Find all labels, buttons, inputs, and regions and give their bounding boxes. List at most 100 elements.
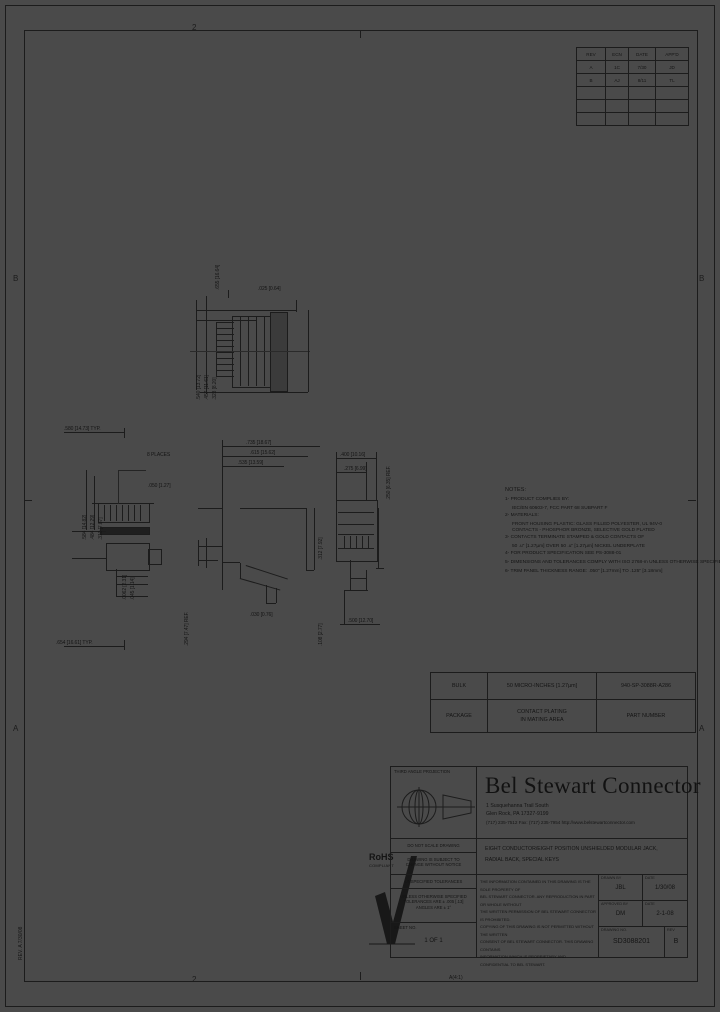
- dim-front-8: .0062 [2.31]: [122, 574, 128, 600]
- dim-front-6: 8 PLACES: [147, 452, 171, 458]
- zone-tick-bottom: [360, 972, 361, 980]
- parts-cell-package-label: PACKAGE: [430, 699, 488, 733]
- note-number: 2-: [505, 512, 510, 518]
- subject-to-change-label: DRAWING IS SUBJECT TO CHANGE WITHOUT NOT…: [405, 857, 462, 868]
- do-not-scale-label: DO NOT SCALE DRAWING: [407, 843, 460, 848]
- note-item-6: 6- TRIM PANEL THICKNESS RANGE: .050" [1.…: [505, 569, 700, 576]
- parts-row-bulk: BULK 50 MICRO-INCHES [1.27µm] 940-SP-308…: [430, 672, 696, 700]
- company-cell: Bel Stewart Connector 1 Susquehanna Trai…: [477, 767, 701, 839]
- parts-cell-package-value: PART NUMBER: [596, 699, 696, 733]
- dim-front-9: .045 [1.14]: [130, 577, 136, 600]
- dim-top-5: .323 [8.20]: [212, 377, 218, 400]
- dim-section-1: .735 [18.67]: [246, 440, 272, 446]
- revision-row: [576, 86, 689, 100]
- dim-front-2: .654 [16.61] TYP.: [56, 640, 93, 646]
- revision-cell-title: REV B: [665, 927, 687, 957]
- dim-side-2: .275 [6.99]: [344, 466, 367, 472]
- dim-top-4: .457 [11.61]: [204, 375, 210, 400]
- unspecified-tolerance-label: UNSPECIFIED TOLERANCES: [404, 879, 463, 884]
- dim-side-1: .400 [10.16]: [340, 452, 366, 458]
- revision-cell: TL: [655, 73, 689, 87]
- dim-top-1: .655 [16.64]: [215, 264, 221, 290]
- dim-front-ref: .294 [7.47] REF.: [184, 611, 190, 646]
- rohs-subtitle: COMPLIANT: [369, 863, 395, 868]
- rohs-logo: RoHS COMPLIANT: [363, 848, 419, 948]
- sheet-value: 1 OF 1: [424, 938, 443, 945]
- rohs-checkmark-icon: [369, 856, 417, 945]
- note-number: 3-: [505, 534, 510, 540]
- revision-row: B AJ 8/11 TL: [576, 73, 689, 87]
- subject-to-change-cell: DRAWING IS SUBJECT TO CHANGE WITHOUT NOT…: [391, 853, 477, 875]
- drawn-date-cell: DATE 1/30/08: [643, 875, 687, 901]
- note-number: 6-: [505, 568, 510, 574]
- note-sub: CONTACTS - PHOSPHOR BRONZE, SELECTIVE GO…: [512, 528, 655, 534]
- tolerances-value: UNLESS OTHERWISE SPECIFIED TOLERANCES AR…: [400, 894, 467, 910]
- note-sub: IEC/EN 60603-7, FCC PART 68 SUBPART F: [512, 506, 608, 512]
- dim-side-4: .500 [12.70]: [348, 618, 374, 624]
- dim-section-3: .535 [13.59]: [238, 460, 264, 466]
- drawing-title: EIGHT CONDUCTOR/EIGHT POSITION UNSHIELDE…: [485, 846, 658, 863]
- dim-front-5: .310 [7.87]: [98, 517, 104, 540]
- revision-cell: 1C: [605, 60, 629, 74]
- dim-section-5: .108 [2.77]: [318, 623, 324, 646]
- revision-row: [576, 99, 689, 113]
- projection-label: THIRD ANGLE PROJECTION: [394, 769, 451, 774]
- unspecified-tolerance-cell: UNSPECIFIED TOLERANCES: [391, 875, 477, 889]
- dim-front-1: .580 [14.73] TYP.: [64, 426, 101, 432]
- revision-value: B: [673, 938, 679, 945]
- zone-label-right-a: A: [699, 724, 705, 733]
- note-number: 5-: [505, 559, 510, 565]
- parts-cell-bulk-desc: 50 MICRO-INCHES [1.27µm]: [487, 672, 597, 700]
- note-item-2: 2- MATERIALS:: [505, 513, 700, 520]
- note-item-5: 5- DIMENSIONS AND TOLERANCES COMPLY WITH…: [505, 559, 720, 567]
- do-not-scale-cell: DO NOT SCALE DRAWING: [391, 839, 477, 853]
- proprietary-notice: THE INFORMATION CONTAINED IN THIS DRAWIN…: [480, 879, 596, 967]
- revision-cell: 8/11: [628, 73, 656, 87]
- drawn-by-value: JBL: [615, 885, 626, 891]
- sheet-cell: SHEET NO. 1 OF 1: [391, 923, 477, 957]
- dim-front-4: .484 [12.29]: [90, 514, 96, 540]
- note-text: PRODUCT COMPLIES BY:: [510, 497, 570, 502]
- revision-label: REV: [667, 928, 675, 932]
- dim-front-3: .584 [14.82]: [82, 514, 88, 540]
- approved-date-label: DATE: [645, 902, 655, 906]
- drawing-title-cell: EIGHT CONDUCTOR/EIGHT POSITION UNSHIELDE…: [477, 839, 687, 875]
- note-item-3: 3- CONTACTS TERMINATE STAMPED & GOLD CON…: [505, 535, 700, 542]
- note-sub: FRONT HOUSING PLASTIC: GLASS FILLED POLY…: [512, 521, 662, 527]
- tolerances-cell: UNLESS OTHERWISE SPECIFIED TOLERANCES AR…: [391, 889, 477, 923]
- rohs-title: RoHS: [369, 852, 394, 862]
- approved-by-cell: APPROVED BY DM: [599, 901, 643, 927]
- approved-date-cell: DATE 2-1-08: [643, 901, 687, 927]
- revision-cell: B: [576, 73, 606, 87]
- dim-top-2: .025 [0.64]: [258, 286, 281, 292]
- parts-row-package: PACKAGE CONTACT PLATING IN MATING AREA P…: [430, 699, 696, 733]
- bottom-center-note: A(4:1): [449, 975, 463, 981]
- note-item-4: 4- FOR PRODUCT SPECIFICATION SEE PS-3088…: [505, 551, 700, 558]
- note-number: 1-: [505, 497, 510, 502]
- drawn-by-label: DRAWN BY: [601, 876, 622, 880]
- parts-cell-bulk-label: BULK: [430, 672, 488, 700]
- zone-tick-left: [24, 500, 32, 501]
- company-address-line-2: Glen Rock, PA 17327-9199: [486, 811, 549, 817]
- revision-cell: JD: [655, 60, 689, 74]
- company-name: Bel Stewart Connector: [485, 773, 701, 798]
- company-address-line-1: 1 Susquehanna Trail South: [486, 803, 549, 809]
- zone-label-left-a: A: [13, 724, 19, 733]
- revision-cell: A: [576, 60, 606, 74]
- revision-cell: AJ: [605, 73, 629, 87]
- drawing-number-value: SD3088201: [613, 938, 650, 945]
- drawn-by-cell: DRAWN BY JBL: [599, 875, 643, 901]
- drawing-number-cell: DRAWING NO. SD3088201: [599, 927, 665, 957]
- revision-header-appd: APP'D: [655, 47, 689, 61]
- revision-header-date: DATE: [628, 47, 656, 61]
- dim-section-6: .030 [0.76]: [250, 612, 273, 618]
- third-angle-projection-icon: [397, 787, 475, 827]
- zone-tick-right: [688, 500, 696, 501]
- note-text: MATERIALS:: [510, 512, 539, 518]
- parts-cell-package-desc: CONTACT PLATING IN MATING AREA: [487, 699, 597, 733]
- title-block: THIRD ANGLE PROJECTION Bel Stewart Conne…: [390, 766, 701, 967]
- note-text: FOR PRODUCT SPECIFICATION SEE PS-3088-01: [510, 550, 622, 556]
- dim-side-3: .250 [6.35] REF.: [386, 465, 392, 500]
- revision-row: A 1C 7/30 JD: [576, 60, 689, 74]
- inner-border: [24, 30, 698, 982]
